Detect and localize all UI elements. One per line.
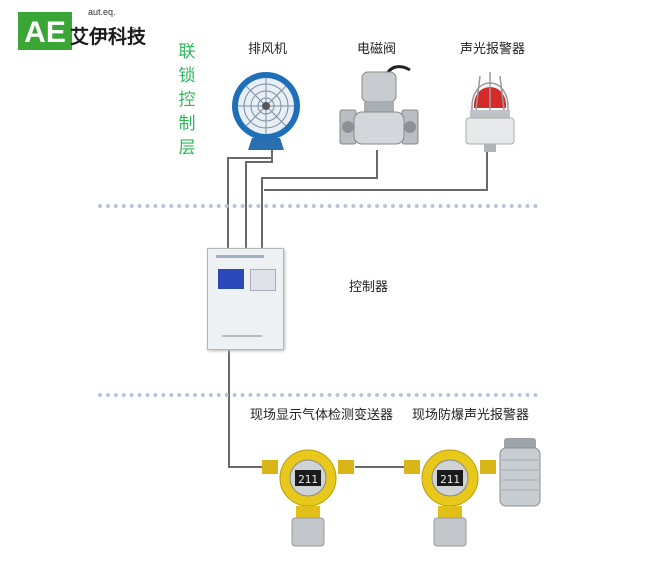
exhaust-fan-image bbox=[232, 72, 300, 150]
fan-label: 排风机 bbox=[248, 42, 288, 57]
gas-detector-image: 211 bbox=[262, 449, 354, 547]
layer-label-char: 联 bbox=[178, 42, 196, 62]
explosion-proof-detector-reading: 211 bbox=[440, 473, 460, 486]
divider-upper bbox=[98, 204, 538, 208]
explosion-proof-detector-image: 211 bbox=[404, 449, 496, 547]
registered-mark: ® bbox=[130, 26, 137, 36]
solenoid-valve-image bbox=[339, 65, 419, 145]
layer-label-char: 制 bbox=[178, 114, 196, 134]
gas-detector-reading: 211 bbox=[298, 473, 318, 486]
interlock-control-layer-label: 联 锁 控 制 层 bbox=[176, 40, 198, 160]
explosion-proof-alarm-image bbox=[499, 438, 541, 507]
brand-logo-mark: AE bbox=[18, 12, 72, 50]
controller-keypad bbox=[250, 269, 276, 291]
solenoid-valve-label: 电磁阀 bbox=[357, 42, 397, 57]
controller-unit bbox=[207, 248, 284, 350]
controller-display bbox=[218, 269, 244, 289]
layer-label-char: 锁 bbox=[178, 66, 196, 86]
gas-transmitter-label: 现场显示气体检测变送器 bbox=[250, 408, 394, 423]
controller-label: 控制器 bbox=[349, 280, 389, 295]
audible-visual-alarm-image bbox=[465, 72, 515, 152]
logo-mark-text: AE bbox=[24, 16, 66, 49]
alarm-label: 声光报警器 bbox=[460, 42, 526, 57]
divider-lower bbox=[98, 393, 538, 397]
layer-label-char: 控 bbox=[178, 90, 196, 110]
logo-subtitle: aut.eq. bbox=[88, 7, 116, 17]
explosion-proof-alarm-label: 现场防爆声光报警器 bbox=[412, 408, 530, 423]
controller-top-strip bbox=[216, 255, 264, 258]
logo-company-name: 艾伊科技 bbox=[70, 26, 147, 48]
controller-model-plate bbox=[222, 335, 262, 337]
layer-label-char: 层 bbox=[178, 138, 196, 158]
